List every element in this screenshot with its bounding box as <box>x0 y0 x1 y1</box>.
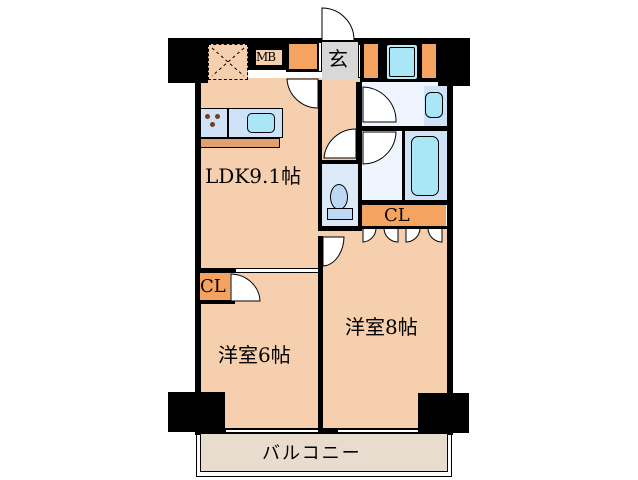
entrance <box>322 42 358 80</box>
closet-west <box>200 273 230 300</box>
bath-door-swing[interactable] <box>362 131 398 165</box>
skylight-shaft <box>208 44 248 80</box>
balcony-inner <box>200 434 448 472</box>
toilet-tank-icon <box>327 208 353 220</box>
entrance-label: 玄 <box>328 47 348 71</box>
toilet-south-wall <box>318 226 362 231</box>
ldk-label: LDK9.1帖 <box>205 164 302 188</box>
bottom-left-block <box>168 392 225 432</box>
closet-east-bottom-wall <box>360 226 450 229</box>
storage-orange-3 <box>422 44 436 78</box>
stove-burner-icon <box>215 114 220 119</box>
top-wall-left-block <box>168 38 208 83</box>
south-wall <box>196 428 452 434</box>
washroom-door-swing[interactable] <box>362 86 398 126</box>
bath-south-wall <box>360 200 452 205</box>
stove-burner-icon <box>210 122 215 127</box>
bedroom-west-label: 洋室6帖 <box>218 343 291 367</box>
shaft-x-icon <box>211 47 245 77</box>
closet-west-door-swing[interactable] <box>230 273 264 303</box>
toilet-west-wall <box>318 80 322 230</box>
storage-orange-1 <box>289 44 317 69</box>
bedroom-east-window[interactable] <box>338 429 418 433</box>
meter-box <box>256 50 282 65</box>
closet-west-wall <box>200 300 235 304</box>
stove-burner-icon <box>205 114 210 119</box>
washing-machine-inner <box>389 47 415 77</box>
closet-east <box>362 205 446 227</box>
bedroom-east-label: 洋室8帖 <box>345 315 418 339</box>
balcony-label: バルコニー <box>262 443 362 464</box>
center-wall <box>318 236 323 432</box>
ldk-south-wall <box>200 268 260 273</box>
sink-icon <box>247 113 275 133</box>
toilet-north-wall <box>320 160 360 164</box>
bathtub-icon <box>411 136 439 196</box>
entrance-side-post-left <box>318 42 322 72</box>
meter-box-label: MB <box>256 50 276 64</box>
closet-west-label: CL <box>200 276 226 297</box>
west-wall <box>195 80 201 435</box>
bathtub-wall <box>402 130 405 202</box>
wash-west-wall <box>356 82 362 228</box>
ldk-door-swing[interactable] <box>286 78 320 110</box>
top-wall-right-block <box>438 38 470 86</box>
east-wall <box>447 80 453 435</box>
toilet-door-swing[interactable] <box>322 128 358 160</box>
kitchen-counter <box>200 138 280 148</box>
closet-east-doors[interactable] <box>362 228 448 248</box>
washbasin-icon <box>425 92 443 118</box>
wash-bath-divider <box>360 126 450 131</box>
top-wall-strip <box>200 38 470 44</box>
bedroom-west-window[interactable] <box>226 429 318 433</box>
front-door-swing[interactable] <box>320 6 360 42</box>
storage-orange-2 <box>364 44 378 78</box>
bedroom-east-door-swing[interactable] <box>322 236 352 270</box>
toilet-bowl-icon <box>330 184 348 210</box>
closet-east-label: CL <box>384 205 410 226</box>
ldk-sliding-door[interactable] <box>236 268 318 273</box>
bottom-right-block <box>418 393 469 433</box>
